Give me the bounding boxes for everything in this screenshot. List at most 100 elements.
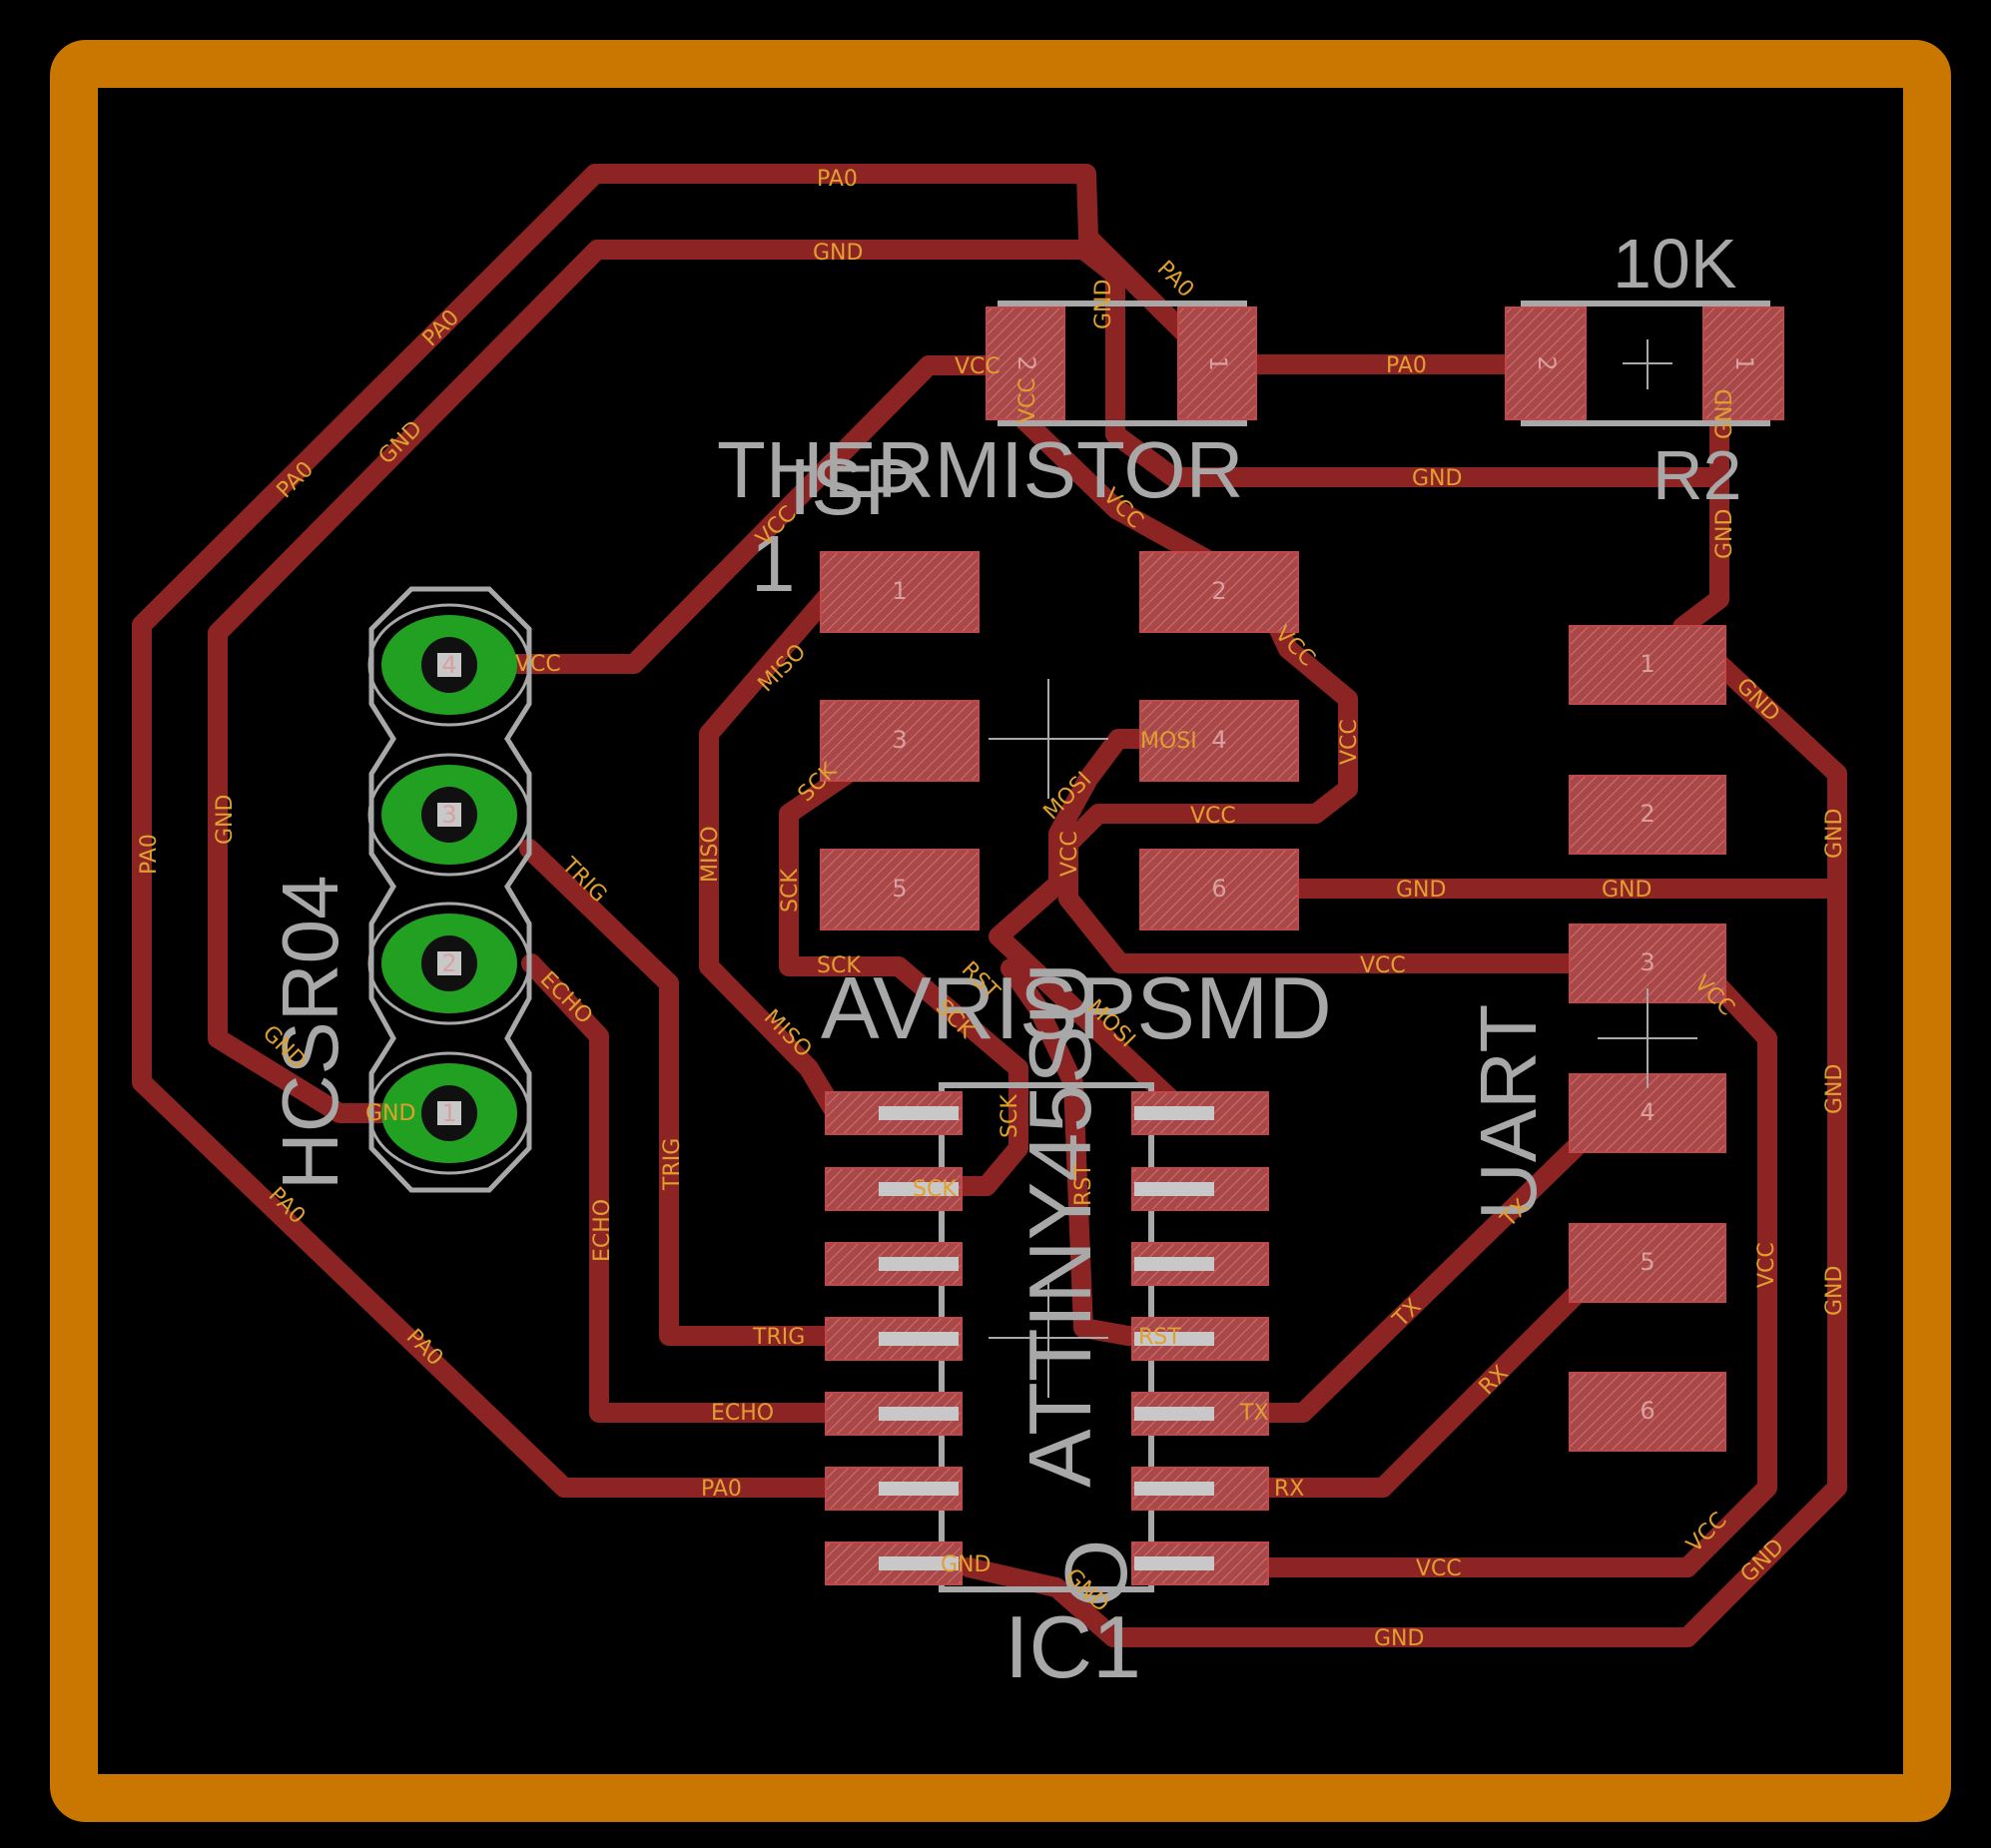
net-label-vcc: VCC xyxy=(1190,804,1236,829)
uart-header: 1 2 3 4 5 6 xyxy=(1569,625,1726,1452)
thermistor-pad-1-num: 1 xyxy=(1204,355,1232,370)
net-label-gnd: GND xyxy=(1822,1266,1847,1316)
net-label-vcc: VCC xyxy=(1754,1242,1779,1288)
net-label-vcc: VCC xyxy=(1057,831,1082,877)
thermistor-pad-1[interactable] xyxy=(1177,307,1257,420)
trace-pa0 xyxy=(132,164,1226,1498)
thermistor-pad-2-num: 2 xyxy=(1012,355,1040,370)
ic1-lead-10 xyxy=(1134,1257,1214,1271)
r2-pad-2[interactable] xyxy=(1505,307,1587,420)
uart-pad-5[interactable] xyxy=(1569,1223,1726,1303)
net-label-gnd: GND xyxy=(1822,809,1847,859)
board-outline xyxy=(50,40,1951,1822)
net-label-gnd: GND xyxy=(1412,466,1462,491)
resistor-r2: 2 1 xyxy=(1505,301,1784,426)
net-label-vcc: VCC xyxy=(1337,719,1362,765)
ic1-attiny45 xyxy=(825,1082,1269,1592)
ic1-lead-1 xyxy=(879,1106,959,1120)
net-label-vcc: VCC xyxy=(955,354,1000,379)
uart-pad-2-num: 2 xyxy=(1640,800,1655,828)
r2-name: R2 xyxy=(1653,436,1741,514)
uart-pad-4-num: 4 xyxy=(1640,1098,1655,1126)
ic1-lead-5 xyxy=(879,1407,959,1421)
net-label-rx: RX xyxy=(1274,1477,1304,1502)
uart-pad-1[interactable] xyxy=(1569,625,1726,705)
trace-rx xyxy=(1258,1253,1618,1498)
ic1-lead-7 xyxy=(879,1556,959,1570)
trace-gnd-therm xyxy=(1105,265,1729,487)
trace-miso xyxy=(699,579,844,1120)
r2-pad-2-num: 2 xyxy=(1533,355,1561,370)
trace-vcc-hc xyxy=(438,355,1033,674)
uart-pad-6[interactable] xyxy=(1569,1372,1726,1452)
trace-mosi xyxy=(989,729,1193,1116)
net-label-sck: SCK xyxy=(913,1177,957,1202)
net-label-vcc: VCC xyxy=(1360,953,1406,978)
uart-label: UART xyxy=(1464,1004,1553,1220)
r2-value: 10K xyxy=(1613,225,1737,303)
net-label-gnd: GND xyxy=(1396,878,1446,903)
avrisp-label: AVRISPSMD xyxy=(821,958,1332,1057)
net-label-gnd: GND xyxy=(813,241,863,266)
net-label-gnd: GND xyxy=(1712,389,1737,439)
net-label-vcc: VCC xyxy=(1416,1556,1462,1581)
ic1-lead-14 xyxy=(1134,1556,1214,1570)
hcsr04-pin-2[interactable]: 2 xyxy=(367,902,531,1025)
r2-pad-1[interactable] xyxy=(1702,307,1784,420)
isp-header: 1 2 3 4 5 6 xyxy=(820,551,1299,930)
uart-pad-2[interactable] xyxy=(1569,775,1726,855)
isp-pad-4[interactable] xyxy=(1139,700,1299,782)
net-label-mosi: MOSI xyxy=(1140,729,1197,754)
isp-pin1-marker: 1 xyxy=(751,519,796,608)
net-label-trig: TRIG xyxy=(660,1138,685,1191)
isp-pad-2[interactable] xyxy=(1139,551,1299,633)
uart-pad-5-num: 5 xyxy=(1640,1248,1655,1276)
hcsr04-pin-1-num: 1 xyxy=(441,1099,456,1127)
ic1-lead-2 xyxy=(879,1182,959,1196)
hcsr04-pin-3-num: 3 xyxy=(441,801,456,829)
trace-echo xyxy=(521,953,839,1423)
ic1-name: IC1 xyxy=(1004,1597,1141,1696)
net-label-miso: MISO xyxy=(698,826,723,883)
thermistor: 2 1 xyxy=(986,301,1257,426)
net-label-vcc: VCC xyxy=(1015,377,1040,423)
ic1-lead-3 xyxy=(879,1257,959,1271)
isp-pad-4-num: 4 xyxy=(1211,726,1226,754)
net-label-vcc: VCC xyxy=(515,652,561,677)
ic1-pin1-marker: O xyxy=(1046,1540,1145,1607)
uart-pad-1-num: 1 xyxy=(1640,650,1655,678)
net-label-rst: RST xyxy=(1138,1325,1181,1350)
thermistor-pad-2[interactable] xyxy=(986,307,1065,420)
hcsr04-pin-3[interactable]: 3 xyxy=(367,753,531,877)
isp-pad-6-num: 6 xyxy=(1211,875,1226,903)
isp-pad-1-num: 1 xyxy=(892,577,907,605)
hcsr04-pin-4[interactable]: 4 xyxy=(367,603,531,727)
ic1-lead-11 xyxy=(1134,1332,1214,1346)
isp-pad-1[interactable] xyxy=(820,551,980,633)
net-label-sck: SCK xyxy=(997,1094,1022,1138)
net-label-gnd: GND xyxy=(1712,509,1737,559)
hcsr04-header: 4 3 2 1 xyxy=(367,586,532,1193)
net-label-echo: ECHO xyxy=(711,1401,774,1426)
thermistor-label: THERMISTOR xyxy=(717,425,1243,514)
net-label-pa0: PA0 xyxy=(817,167,858,192)
ic1-lead-9 xyxy=(1134,1182,1214,1196)
ic1-lead-8 xyxy=(1134,1106,1214,1120)
trace-gnd-left xyxy=(208,240,1125,1123)
isp-pad-3[interactable] xyxy=(820,700,980,782)
isp-pad-5[interactable] xyxy=(820,849,980,930)
net-label-gnd: GND xyxy=(1602,878,1652,903)
hcsr04-pin-1[interactable]: 1 xyxy=(367,1051,531,1175)
hcsr04-pin-2-num: 2 xyxy=(441,949,456,977)
net-label-sck: SCK xyxy=(817,953,861,978)
isp-label: ISP xyxy=(789,442,918,531)
hcsr04-label: HCSR04 xyxy=(266,875,354,1190)
isp-pad-6[interactable] xyxy=(1139,849,1299,930)
net-label-pa0: PA0 xyxy=(1386,353,1427,378)
net-label-gnd: GND xyxy=(941,1552,991,1577)
attiny-label: ATTINY45SU xyxy=(1010,962,1109,1489)
trace-tx xyxy=(1258,1106,1618,1423)
ic1-lead-13 xyxy=(1134,1482,1214,1496)
r2-pad-1-num: 1 xyxy=(1730,355,1758,370)
